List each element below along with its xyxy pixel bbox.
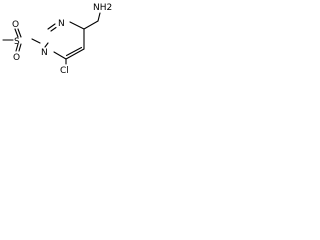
atom-label-nh2: NH2 (93, 3, 112, 13)
bond-s-o-top-2 (14, 28, 19, 38)
bond-c6-n1 (53, 51, 67, 60)
atom-label-o-top: O (12, 20, 19, 30)
chemical-structure: NH2 N N S O O Cl (2, 3, 112, 76)
atom-label-n1: N (41, 48, 48, 58)
atom-label-o-bottom: O (13, 53, 20, 63)
bond-n3-c4 (69, 21, 85, 30)
bond-c5-c6-inner (65, 46, 83, 57)
bond-c2-n3-inner (50, 26, 57, 32)
bond-s-o-bottom (15, 43, 19, 52)
bond-c2-s (31, 38, 41, 44)
bond-ch2-nh2 (97, 12, 101, 22)
bond-s-o-bottom-2 (18, 43, 22, 52)
atom-label-cl: Cl (60, 66, 69, 76)
bond-c4-ch2 (83, 20, 99, 30)
atom-label-n3: N (58, 19, 65, 29)
bond-c2-n3 (47, 23, 56, 30)
bond-c5-c6 (65, 48, 85, 60)
bond-n1-c2 (44, 42, 49, 48)
bond-s-o-top (17, 28, 22, 38)
atom-label-s: S (14, 37, 20, 47)
